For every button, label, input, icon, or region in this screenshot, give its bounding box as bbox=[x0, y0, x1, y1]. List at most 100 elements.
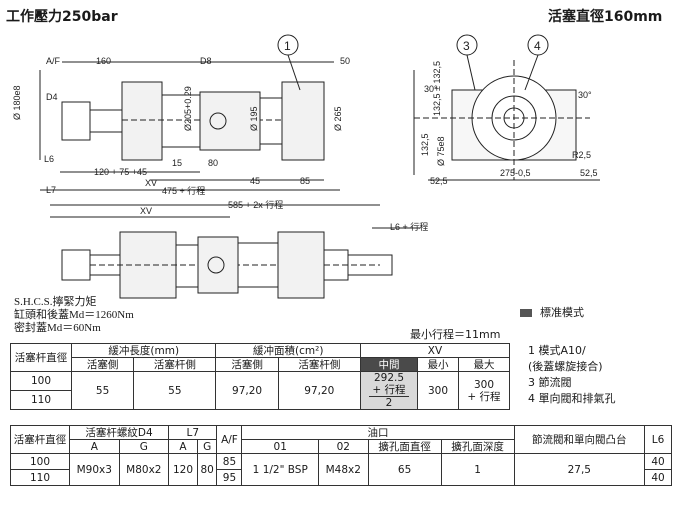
t1-mid: 292.5 + 行程 2 bbox=[360, 371, 418, 410]
t2-02: M48x2 bbox=[318, 453, 369, 486]
side-notes: 1 模式A10/ (後蓋螺旋接合) 3 節流閥 4 單向閥和排氣孔 bbox=[528, 343, 616, 407]
t1-len-p: 55 bbox=[70, 371, 135, 410]
t2-h-bore-depth: 擴孔面深度 bbox=[440, 439, 515, 454]
label-d205: Ø205+0.29 bbox=[183, 86, 193, 131]
t2-h-01: 01 bbox=[241, 439, 320, 454]
t1-h-max: 最大 bbox=[458, 357, 510, 372]
label-52a: 52,5 bbox=[430, 176, 448, 186]
label-132b: 132,5 bbox=[420, 133, 430, 156]
t1-len-r: 55 bbox=[133, 371, 217, 410]
t1-h-cush-area: 緩冲面積(cm²) bbox=[215, 343, 361, 358]
t1-max-b: + 行程 bbox=[467, 390, 501, 403]
label-160: 160 bbox=[96, 56, 111, 66]
t1-mid-b: + 行程 bbox=[372, 384, 406, 396]
t1-min: 300 bbox=[417, 371, 459, 410]
label-85: 85 bbox=[300, 176, 310, 186]
t2-af1: 85 bbox=[216, 453, 243, 470]
t1-row-110: 110 bbox=[10, 390, 72, 410]
t1-max: 300 + 行程 bbox=[458, 371, 510, 410]
t1-h-cush-len: 緩冲長度(mm) bbox=[70, 343, 217, 358]
t1-h-rod: 活塞杆直徑 bbox=[10, 343, 72, 372]
note-line-1: S.H.C.S.擰緊力矩 bbox=[14, 296, 97, 308]
side-note-1: 1 模式A10/ bbox=[528, 344, 586, 357]
t2-row-100: 100 bbox=[10, 453, 70, 470]
cap-block bbox=[281, 81, 325, 161]
label-275: 275-0,5 bbox=[500, 168, 531, 178]
t2-bdep: 1 bbox=[440, 453, 515, 486]
label-d4: D4 bbox=[46, 92, 58, 102]
legend-swatch bbox=[520, 309, 532, 317]
t1-area-r: 97,20 bbox=[277, 371, 362, 410]
torque-notes: S.H.C.S.擰緊力矩 缸頭和後蓋Md＝1260Nm 密封蓋Md＝60Nm bbox=[14, 296, 134, 335]
t2-h-thread: 活塞杆螺紋D4 bbox=[68, 425, 170, 440]
t2-bd: 65 bbox=[367, 453, 442, 486]
t2-h-rod: 活塞杆直徑 bbox=[10, 425, 70, 454]
t2-h-g: G bbox=[118, 439, 170, 454]
label-585: 585 + 2x 行程 bbox=[228, 199, 283, 210]
t1-h-rod-side-2: 活塞杆側 bbox=[277, 357, 362, 372]
label-d8: D8 bbox=[200, 56, 212, 66]
t2-row-110: 110 bbox=[10, 469, 70, 486]
t2-01: 1 1/2" BSP bbox=[241, 453, 320, 486]
t2-a: M90x3 bbox=[69, 453, 120, 486]
t2-h-a2: A bbox=[168, 439, 198, 454]
t2-l7a: 120 bbox=[168, 453, 198, 486]
label-50: 50 bbox=[340, 56, 350, 66]
head-block bbox=[121, 81, 163, 161]
cushion-table: 活塞杆直徑 緩冲長度(mm) 緩冲面積(cm²) XV 活塞側 活塞杆側 活塞側… bbox=[10, 343, 510, 410]
t2-h-boss: 節流閥和單向閥凸台 bbox=[513, 425, 646, 454]
rod-shaft bbox=[89, 109, 123, 133]
label-120-75-45: 120 + 75 +45 bbox=[94, 167, 147, 177]
piston-diameter-title: 活塞直徑160mm bbox=[548, 9, 663, 25]
label-l6: L6 bbox=[44, 154, 54, 164]
label-52b: 52,5 bbox=[580, 168, 598, 178]
label-r25: R2,5 bbox=[572, 150, 591, 160]
label-d195: Ø 195 bbox=[249, 106, 259, 131]
working-pressure-title: 工作壓力250bar bbox=[6, 9, 118, 25]
label-15: 15 bbox=[172, 158, 182, 168]
t2-h-a: A bbox=[69, 439, 120, 454]
cylinder-drawing: 1 3 4 A/F D4 D8 L6 L7 XV Ø 180e8 Ø205+0.… bbox=[12, 34, 600, 299]
t1-mid-a: 292.5 bbox=[373, 372, 405, 384]
port-table: 活塞杆直徑 活塞杆螺紋D4 L7 A/F 油口 節流閥和單向閥凸台 L6 A G… bbox=[10, 425, 672, 486]
note-line-3: 密封蓋Md＝60Nm bbox=[14, 322, 101, 334]
t1-h-piston-side: 活塞側 bbox=[70, 357, 135, 372]
t2-l6a: 40 bbox=[644, 453, 672, 470]
label-l7: L7 bbox=[46, 185, 56, 195]
t2-h-bore-d: 擴孔面直徑 bbox=[367, 439, 442, 454]
label-475: 475 + 行程 bbox=[162, 185, 205, 196]
t1-h-mid: 中間 bbox=[360, 357, 418, 372]
tube-right bbox=[259, 97, 283, 145]
legend-standard: 標准模式 bbox=[520, 304, 584, 320]
callout-3: 3 bbox=[463, 39, 470, 53]
label-30a: 30° bbox=[424, 84, 438, 94]
t1-h-min: 最小 bbox=[417, 357, 459, 372]
label-80: 80 bbox=[208, 158, 218, 168]
t1-area-p: 97,20 bbox=[215, 371, 279, 410]
label-l6-stroke: L6 + 行程 bbox=[390, 221, 428, 232]
label-xv-2: XV bbox=[140, 206, 152, 216]
t2-h-l7: L7 bbox=[168, 425, 218, 440]
side-note-1b: (後蓋螺旋接合) bbox=[528, 360, 603, 373]
label-30b: 30° bbox=[578, 90, 592, 100]
t2-h-02: 02 bbox=[318, 439, 369, 454]
note-line-2: 缸頭和後蓋Md＝1260Nm bbox=[14, 309, 134, 321]
side-note-4: 4 單向閥和排氣孔 bbox=[528, 392, 616, 405]
legend-standard-label: 標准模式 bbox=[540, 306, 584, 319]
t2-g: M80x2 bbox=[118, 453, 170, 486]
label-132a: 132,5 ± 132,5 bbox=[432, 61, 442, 116]
t2-boss: 27,5 bbox=[513, 453, 646, 486]
t1-h-xv: XV bbox=[360, 343, 510, 358]
t2-af2: 95 bbox=[216, 469, 243, 486]
t1-mid-c: 2 bbox=[369, 396, 409, 409]
t2-h-g2: G bbox=[196, 439, 218, 454]
t1-h-piston-side-2: 活塞側 bbox=[215, 357, 279, 372]
rod-end bbox=[61, 101, 91, 141]
t1-max-a: 300 bbox=[473, 378, 495, 391]
t2-h-l6: L6 bbox=[644, 425, 672, 454]
t2-l6b: 40 bbox=[644, 469, 672, 486]
callout-4: 4 bbox=[534, 39, 541, 53]
label-d75: Ø 75e8 bbox=[436, 136, 446, 166]
label-d265: Ø 265 bbox=[333, 106, 343, 131]
label-af: A/F bbox=[46, 56, 61, 66]
